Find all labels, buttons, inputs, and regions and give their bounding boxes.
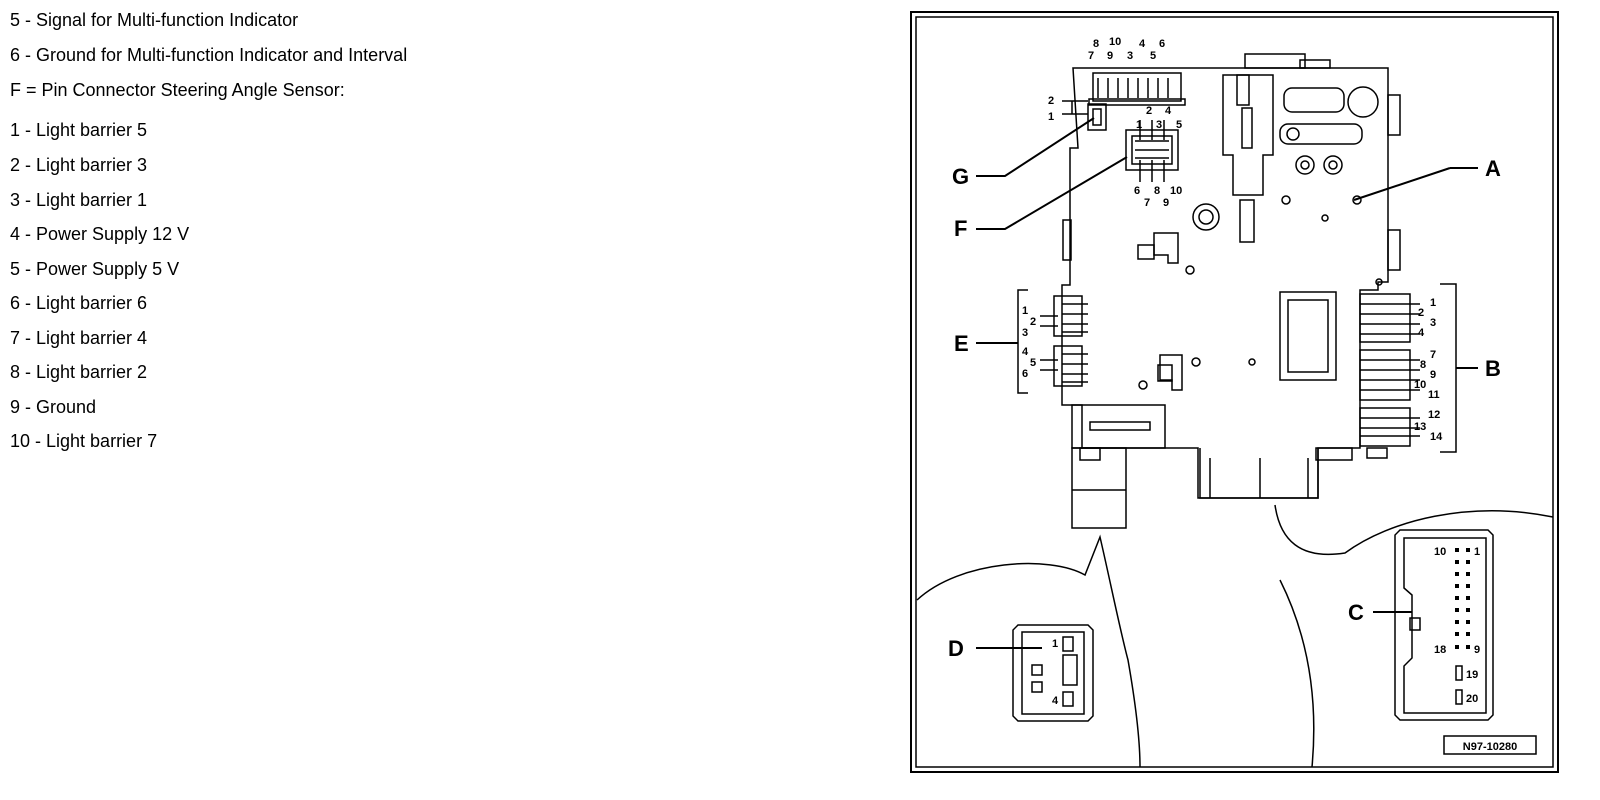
pin-label: 1	[1048, 111, 1054, 123]
pin-label: 4	[1165, 105, 1172, 117]
pin-label: 1	[1052, 638, 1058, 650]
pin-label: 6	[1159, 38, 1165, 50]
c-pin-dots	[1455, 548, 1470, 649]
pin-label: 5	[1176, 119, 1182, 131]
legend-line: F = Pin Connector Steering Angle Sensor:	[10, 80, 345, 100]
legend-line: 6 - Light barrier 6	[10, 293, 148, 313]
pin-label: 6	[1134, 185, 1140, 197]
callout-f: F	[954, 216, 967, 241]
pin-label: 5	[1150, 50, 1156, 62]
pin-label: 9	[1430, 369, 1436, 381]
pin-label: 4	[1418, 327, 1425, 339]
c-harness	[1199, 448, 1319, 499]
pin-label: 12	[1428, 409, 1440, 421]
pin-label: 5	[1030, 357, 1036, 369]
pin-label: 7	[1430, 349, 1436, 361]
pin-label: 14	[1430, 431, 1443, 443]
pin-label: 13	[1414, 421, 1426, 433]
pin-label: 7	[1144, 197, 1150, 209]
figure-frame-inner	[915, 16, 1554, 768]
pin-label: 2	[1030, 316, 1036, 328]
legend-line: 8 - Light barrier 2	[10, 362, 148, 382]
g-connector	[1062, 100, 1107, 131]
pin-label: 4	[1022, 346, 1029, 358]
figure-id-box: N97-10280	[1443, 735, 1537, 755]
legend-line: 5 - Power Supply 5 V	[10, 259, 180, 279]
pin-label: 3	[1022, 327, 1028, 339]
pin-label: 9	[1163, 197, 1169, 209]
legend-line: 5 - Signal for Multi-function Indicator	[10, 10, 299, 30]
pin-label: 2	[1048, 95, 1054, 107]
pin-label: 3	[1127, 50, 1133, 62]
callout-c: C	[1348, 600, 1364, 625]
pin-label: 6	[1022, 368, 1028, 380]
legend-line: 7 - Light barrier 4	[10, 328, 148, 348]
pin-label: 8	[1093, 38, 1099, 50]
legend-line: 6 - Ground for Multi-function Indicator …	[10, 45, 408, 65]
pin-label: 9	[1474, 644, 1480, 656]
callout-e: E	[954, 331, 969, 356]
legend-line: 3 - Light barrier 1	[10, 190, 148, 210]
pin-label: 1	[1022, 305, 1028, 317]
pin-label: 8	[1420, 359, 1426, 371]
legend-line: 9 - Ground	[10, 397, 97, 417]
pin-label: 11	[1428, 389, 1440, 401]
d-harness	[1071, 447, 1127, 529]
pin-label: 18	[1434, 644, 1446, 656]
pin-label: 3	[1156, 119, 1162, 131]
top-connector	[1088, 72, 1186, 106]
callout-d: D	[948, 636, 964, 661]
control-unit-body	[1061, 53, 1401, 499]
pin-label: 8	[1154, 185, 1160, 197]
pin-label: 1	[1474, 546, 1480, 558]
f-connector	[1125, 120, 1179, 182]
pin-label: 7	[1088, 50, 1094, 62]
callout-a: A	[1485, 156, 1501, 181]
legend-line: 2 - Light barrier 3	[10, 155, 148, 175]
pin-label: 2	[1146, 105, 1152, 117]
pin-label: 1	[1430, 297, 1436, 309]
leader-lines	[976, 117, 1478, 649]
pin-label: 4	[1052, 695, 1059, 707]
zoom-bubble-c	[1274, 504, 1554, 768]
e-connector	[1017, 289, 1088, 394]
pin-label: 3	[1430, 317, 1436, 329]
pin-label: 1	[1136, 119, 1142, 131]
pin-labels: 8 10 4 6 7 9 3 5 2 1 2 4 1 3 5 6 8 10 7 …	[1022, 36, 1480, 707]
callout-b: B	[1485, 356, 1501, 381]
pin-label: 2	[1418, 307, 1424, 319]
pin-label: 10	[1170, 185, 1182, 197]
callout-labels: A B C D E F G	[948, 156, 1501, 661]
legend-line: 4 - Power Supply 12 V	[10, 224, 190, 244]
zoom-bubble-d	[916, 534, 1141, 768]
callout-g: G	[952, 164, 969, 189]
pin-label: 10	[1434, 546, 1446, 558]
pin-label: 9	[1107, 50, 1113, 62]
figure-id: N97-10280	[1463, 741, 1517, 753]
legend-line: 10 - Light barrier 7	[10, 431, 158, 451]
b-connector	[1359, 283, 1457, 453]
pin-label: 4	[1139, 38, 1146, 50]
pin-label: 19	[1466, 669, 1478, 681]
figure-frame-outer	[910, 11, 1559, 773]
pin-label: 10	[1414, 379, 1426, 391]
legend-line: 1 - Light barrier 5	[10, 120, 148, 140]
pin-label: 20	[1466, 693, 1478, 705]
pin-label: 10	[1109, 36, 1121, 48]
